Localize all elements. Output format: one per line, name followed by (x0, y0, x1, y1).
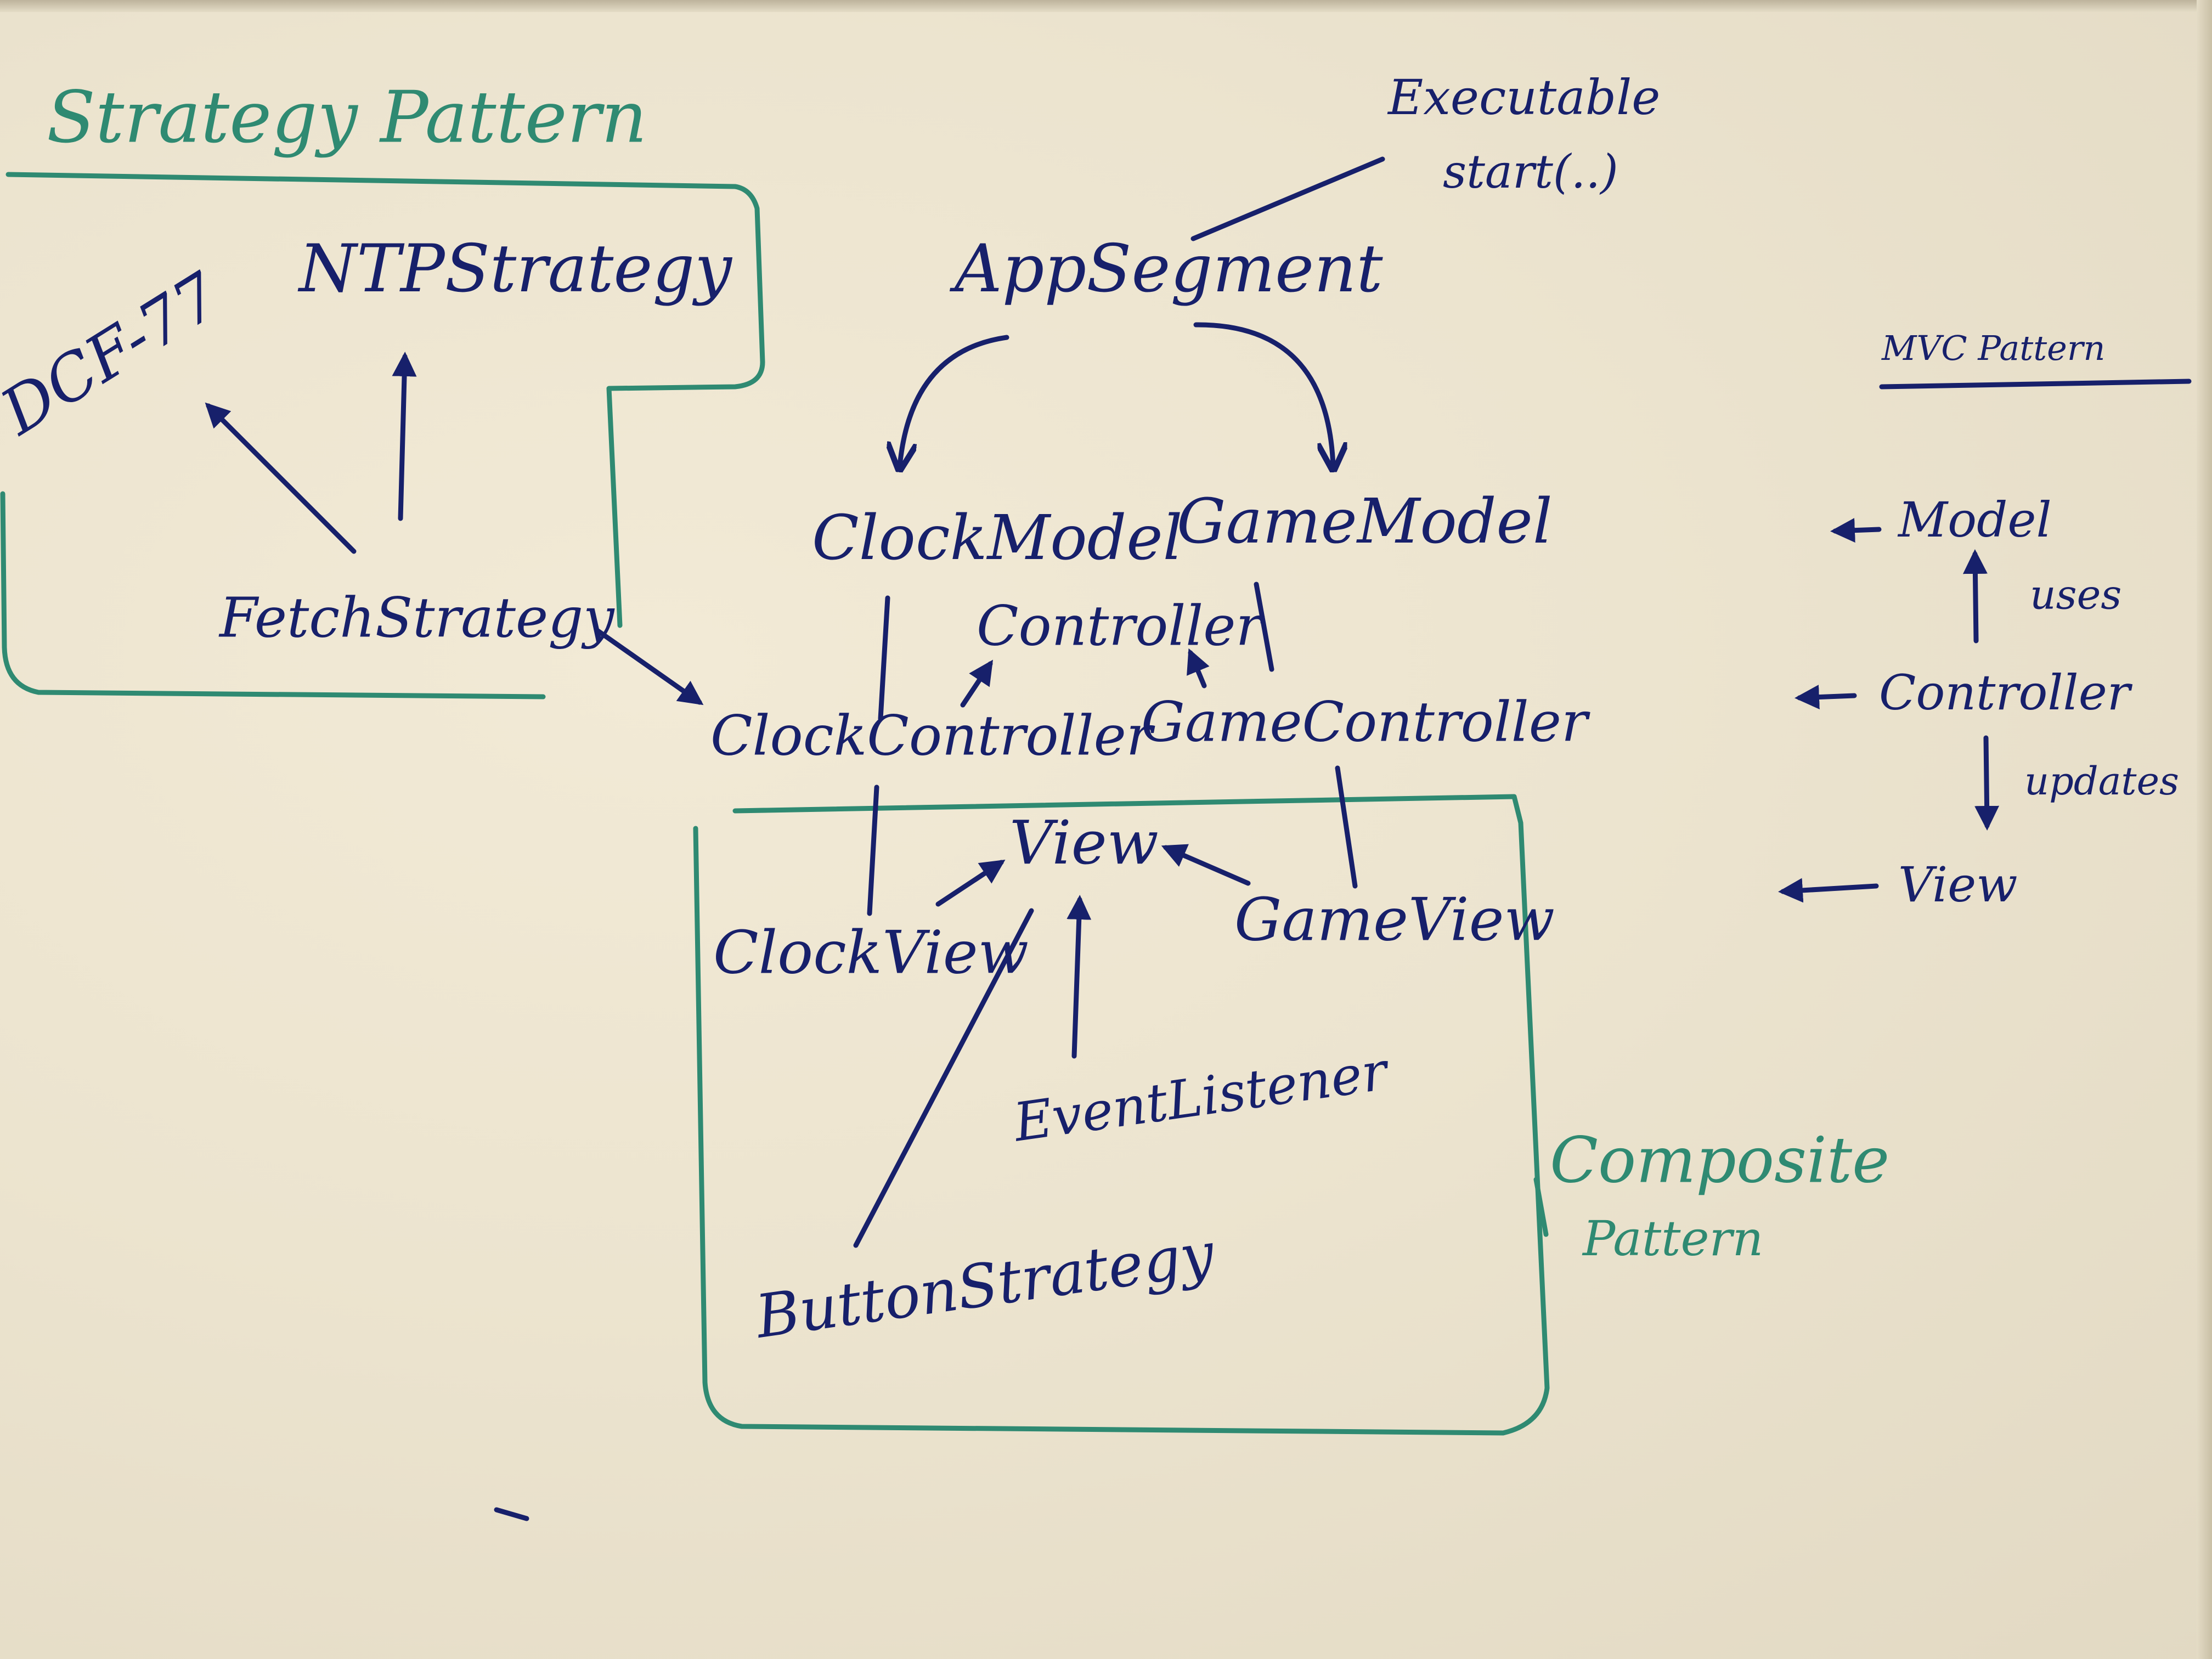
mvc-uses-label: uses (2030, 571, 2121, 618)
clock-controller-node: ClockController (710, 704, 1155, 768)
gamecontroller-to-controller-arrow (1187, 648, 1210, 689)
clockmodel-to-clockcontroller-line (878, 595, 890, 721)
mvc-updates-arrow (1974, 735, 2000, 831)
whiteboard-frame-top (0, 0, 2212, 12)
mvc-controller-label: Controller (1879, 664, 2133, 721)
executable-label: Executable (1387, 69, 1660, 126)
fetch-strategy-node: FetchStrategy (218, 586, 615, 650)
strategy-pattern-box (0, 172, 765, 699)
game-model-node: GameModel (1177, 486, 1553, 557)
composite-pattern-title-line1: Composite (1550, 1124, 1889, 1198)
controller-node: Controller (977, 594, 1265, 658)
gameview-to-view-arrow (1161, 844, 1251, 886)
eventlistener-to-view-arrow (1066, 895, 1092, 1059)
mvc-controller-arrow (1795, 685, 1857, 710)
appsegment-to-gamemodel-arrow (1193, 322, 1333, 466)
clock-model-node: ClockModel (812, 503, 1182, 574)
whiteboard-frame-right (2197, 0, 2212, 1659)
executable-start-label: start(..) (1443, 145, 1618, 199)
mvc-updates-label: updates (2024, 759, 2179, 804)
mvc-pattern-title: MVC Pattern (1881, 328, 2105, 368)
composite-pattern-title-line2: Pattern (1582, 1210, 1763, 1267)
fetchstrategy-to-dcf77-arrow (205, 402, 357, 554)
ntp-strategy-node: NTPStrategy (297, 231, 733, 307)
gamemodel-to-gamecontroller-line (1254, 582, 1274, 672)
mvc-model-label: Model (1897, 492, 2052, 548)
dcf77-node: DCF-77 (0, 259, 233, 450)
buttonstrategy-to-view-line (853, 908, 1034, 1248)
strategy-pattern-title: Strategy Pattern (47, 76, 647, 159)
event-listener-node: EventListener (1009, 1040, 1393, 1154)
button-strategy-node: ButtonStrategy (751, 1220, 1219, 1352)
view-node: View (1009, 808, 1159, 878)
fetchstrategy-to-clockcontroller-arrow (595, 628, 704, 706)
mvc-uses-arrow (1962, 549, 1988, 644)
clockcontroller-to-clockview-line (867, 785, 879, 916)
appsegment-node: AppSegment (949, 231, 1383, 307)
mvc-view-arrow (1778, 878, 1879, 903)
composite-pattern-brace (1533, 1177, 1549, 1237)
game-controller-node: GameController (1141, 690, 1590, 754)
clock-view-node: ClockView (713, 918, 1029, 987)
stray-mark (494, 1507, 529, 1521)
clockcontroller-to-controller-arrow (960, 659, 993, 708)
appsegment-to-clockmodel-arrow (900, 335, 1009, 466)
clockview-to-view-arrow (935, 860, 1006, 907)
game-view-node: GameView (1234, 885, 1555, 954)
mvc-title-underline (1879, 379, 2192, 390)
executable-to-appsegment-line (1190, 156, 1385, 241)
mvc-model-arrow (1830, 518, 1882, 543)
composite-pattern-box (693, 794, 1550, 1436)
fetchstrategy-to-ntp-arrow (392, 352, 417, 521)
mvc-view-label: View (1898, 856, 2018, 913)
gamecontroller-to-gameview-line (1335, 765, 1358, 889)
